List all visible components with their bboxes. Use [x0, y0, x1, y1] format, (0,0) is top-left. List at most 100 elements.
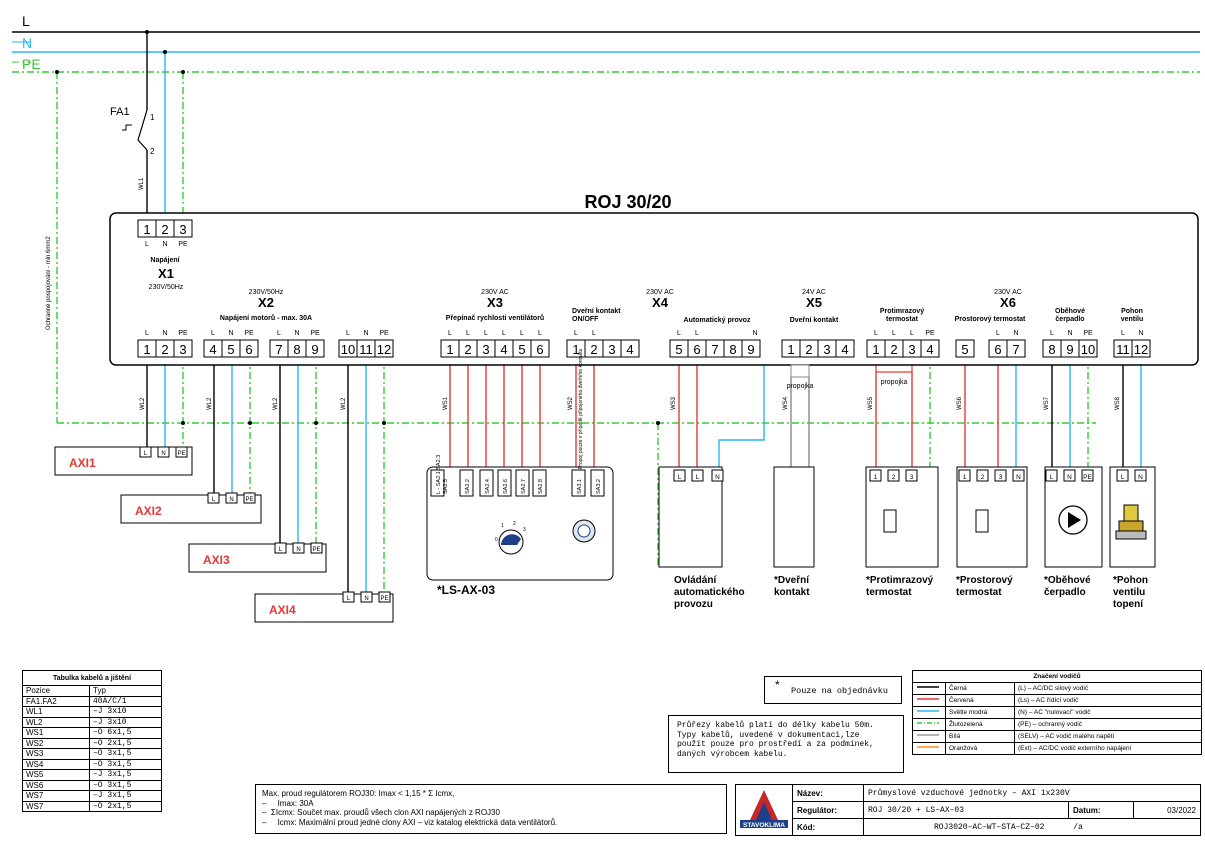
wire-legend-row: Oranžová(Ext) – AC/DC vodič externího na…: [912, 742, 1202, 755]
x4-terminal-number: 4: [626, 342, 633, 357]
x4-pin-label: L: [695, 330, 699, 337]
wire-legend-description: (PE) – ochranný vodič: [1014, 718, 1202, 731]
cable-label-ws8: WS8: [1115, 396, 1121, 410]
x6-terminal: [1006, 339, 1026, 358]
wire-legend-row: Černá(L) – AC/DC silový vodič: [912, 682, 1202, 695]
axi-terminal: [360, 591, 373, 603]
device-terminal-label: 3: [910, 474, 914, 481]
x6-terminal: [1078, 339, 1098, 358]
valve-pipe: [1115, 530, 1147, 540]
x1-terminal-number: 3: [179, 222, 186, 237]
x6-terminal-number: 2: [890, 342, 897, 357]
device-terminal: [887, 469, 900, 482]
cable-type-cell: –J 3x1,5: [89, 790, 162, 802]
cable-table-row: WS2–O 2x1,5: [22, 737, 162, 749]
x4-pin-label: L: [592, 330, 596, 337]
junction: [248, 421, 252, 425]
x6-caption-c: Oběhové: [1055, 308, 1085, 315]
x6-caption-d: ventilu: [1121, 316, 1144, 323]
x6-terminal-number: 1: [872, 342, 879, 357]
cable-table-row: WS4–O 3x1,5: [22, 758, 162, 770]
switch-terminal: [532, 469, 547, 497]
dial-mark: 3: [523, 527, 526, 533]
cable-type-cell: 40A/C/1: [89, 695, 162, 707]
x4-pin-label: L: [574, 330, 578, 337]
x6-terminal-number: 6: [994, 342, 1001, 357]
device-terminal-label: 3: [999, 474, 1003, 481]
cable-position-cell: WS2: [22, 737, 90, 749]
logo-cell: STAVOKLIMA: [735, 784, 793, 836]
x3-caption: Přepínač rychlosti ventilátorů: [446, 314, 544, 322]
cable-table-row: WS1–O 6x1,5: [22, 727, 162, 739]
x2-pin-label: PE: [379, 330, 389, 337]
x6-terminal: [955, 339, 975, 358]
cable-type-cell: –O 6x1,5: [89, 727, 162, 739]
x2-terminal: [173, 339, 193, 358]
x5-terminal-number: 4: [841, 342, 848, 357]
x3-pin-label: L: [448, 330, 452, 337]
cable-table-row: WS7–J 3x1,5: [22, 790, 162, 802]
x2-terminal: [305, 339, 325, 358]
x3-pin-label: L: [484, 330, 488, 337]
wire-legend-swatch: [912, 742, 946, 755]
axi-terminal-label: N: [296, 547, 300, 553]
axi-terminal: [342, 591, 355, 603]
x2-pin-label: N: [228, 330, 233, 337]
wire-legend-row: Světle modrá(N) – AC "nulovací" vodič: [912, 706, 1202, 719]
valve-actuator: [1123, 504, 1139, 522]
boxes: [54, 212, 1199, 623]
x4-terminal-number: 2: [590, 342, 597, 357]
x6-voltage: 230V AC: [994, 289, 1022, 296]
junction: [181, 421, 185, 425]
switch-terminal: [479, 469, 494, 497]
door-contact-box: [773, 466, 815, 568]
device-terminal: [958, 469, 971, 482]
axi-unit-name: AXI3: [203, 553, 230, 567]
thermostat-symbol: [975, 509, 989, 533]
x2-pin-label: L: [346, 330, 350, 337]
cable-label-wl2: WL2: [273, 397, 279, 410]
x2-terminal-number: 9: [311, 342, 318, 357]
device-terminal: [1012, 469, 1025, 482]
cable-table-header-position: Pozice: [22, 685, 90, 697]
order-note-box: * Pouze na objednávku: [764, 676, 902, 704]
wire-legend-color-name: Oranžová: [945, 742, 1015, 755]
x4-terminal-number: 3: [608, 342, 615, 357]
junction: [145, 30, 149, 34]
x2-caption: Napájení motorů - max. 30A: [220, 314, 312, 322]
switch-terminal: [459, 469, 474, 497]
wire-legend-color-name: Žlutozelená: [945, 718, 1015, 731]
device-terminal: [1045, 469, 1058, 482]
device-name-auto: provozu: [674, 599, 713, 610]
junction: [181, 70, 185, 74]
device-terminal-label: N: [1138, 474, 1143, 481]
bus-n-label: N: [22, 35, 32, 51]
device-name-auto: Ovládání: [674, 575, 717, 586]
x2-pin-label: L: [277, 330, 281, 337]
cable-note: Průřezy kabelů platí do délky kabelu 50m…: [677, 721, 874, 759]
cable-label-ws2: WS2: [568, 396, 574, 410]
frost-thermostat-box: [865, 466, 939, 568]
device-terminal: [673, 469, 686, 482]
wire-legend-swatch: [912, 718, 946, 731]
stavoklima-logo: STAVOKLIMA: [740, 790, 788, 829]
x6-caption-b: Prostorový termostat: [955, 316, 1026, 323]
logo-text: STAVOKLIMA: [743, 822, 785, 829]
x3-terminal-number: 1: [446, 342, 453, 357]
device-terminal-label: 2: [892, 474, 896, 481]
switch-terminal-label: SA2.5: [443, 479, 449, 494]
cable-position-cell: WS3: [22, 748, 90, 760]
x3-terminal: [530, 339, 550, 358]
cable-table-row: WL1–J 3x10: [22, 706, 162, 718]
x4-terminal-number: 5: [675, 342, 682, 357]
cable-table-title: Tabulka kabelů a jištění: [22, 670, 162, 686]
device-terminal-label: L: [1121, 474, 1125, 481]
axi-terminal: [292, 542, 305, 554]
x2-terminal-number: 10: [341, 342, 355, 357]
regulator-label: Regulátor:: [792, 801, 864, 819]
x5-terminal-number: 2: [805, 342, 812, 357]
switch-terminal-label: SA3.1: [577, 479, 583, 494]
axi-terminal: [225, 492, 238, 504]
wire-legend-swatch: [912, 682, 946, 695]
